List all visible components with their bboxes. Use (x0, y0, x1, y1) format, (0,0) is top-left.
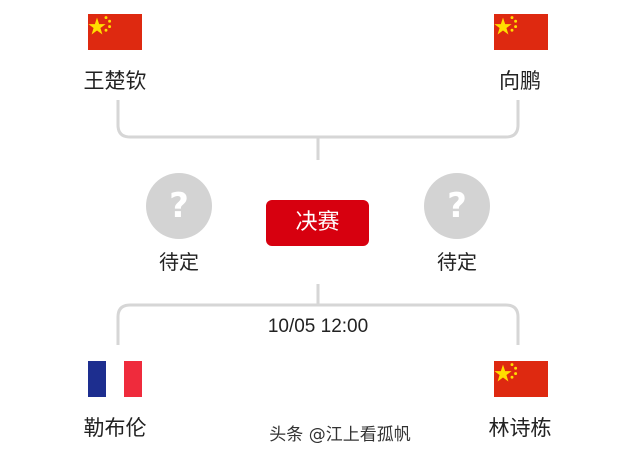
france-flag-icon (88, 361, 142, 397)
china-flag-icon (494, 361, 548, 397)
question-icon: ? (424, 173, 490, 239)
player-name-bottom-left[interactable]: 勒布伦 (83, 416, 147, 440)
player-name-top-left[interactable]: 王楚钦 (83, 69, 147, 93)
final-badge[interactable]: 决赛 (266, 200, 369, 246)
player-name-top-right[interactable]: 向鹏 (499, 69, 541, 93)
player-name-bottom-right[interactable]: 林诗栋 (488, 416, 552, 440)
match-datetime: 10/05 12:00 (267, 316, 369, 337)
tbd-label-right: 待定 (437, 250, 477, 274)
china-flag-icon (494, 14, 548, 50)
question-icon: ? (146, 173, 212, 239)
china-flag-icon (88, 14, 142, 50)
tbd-label-left: 待定 (159, 250, 199, 274)
watermark: 头条 @江上看孤帆 (269, 425, 411, 445)
